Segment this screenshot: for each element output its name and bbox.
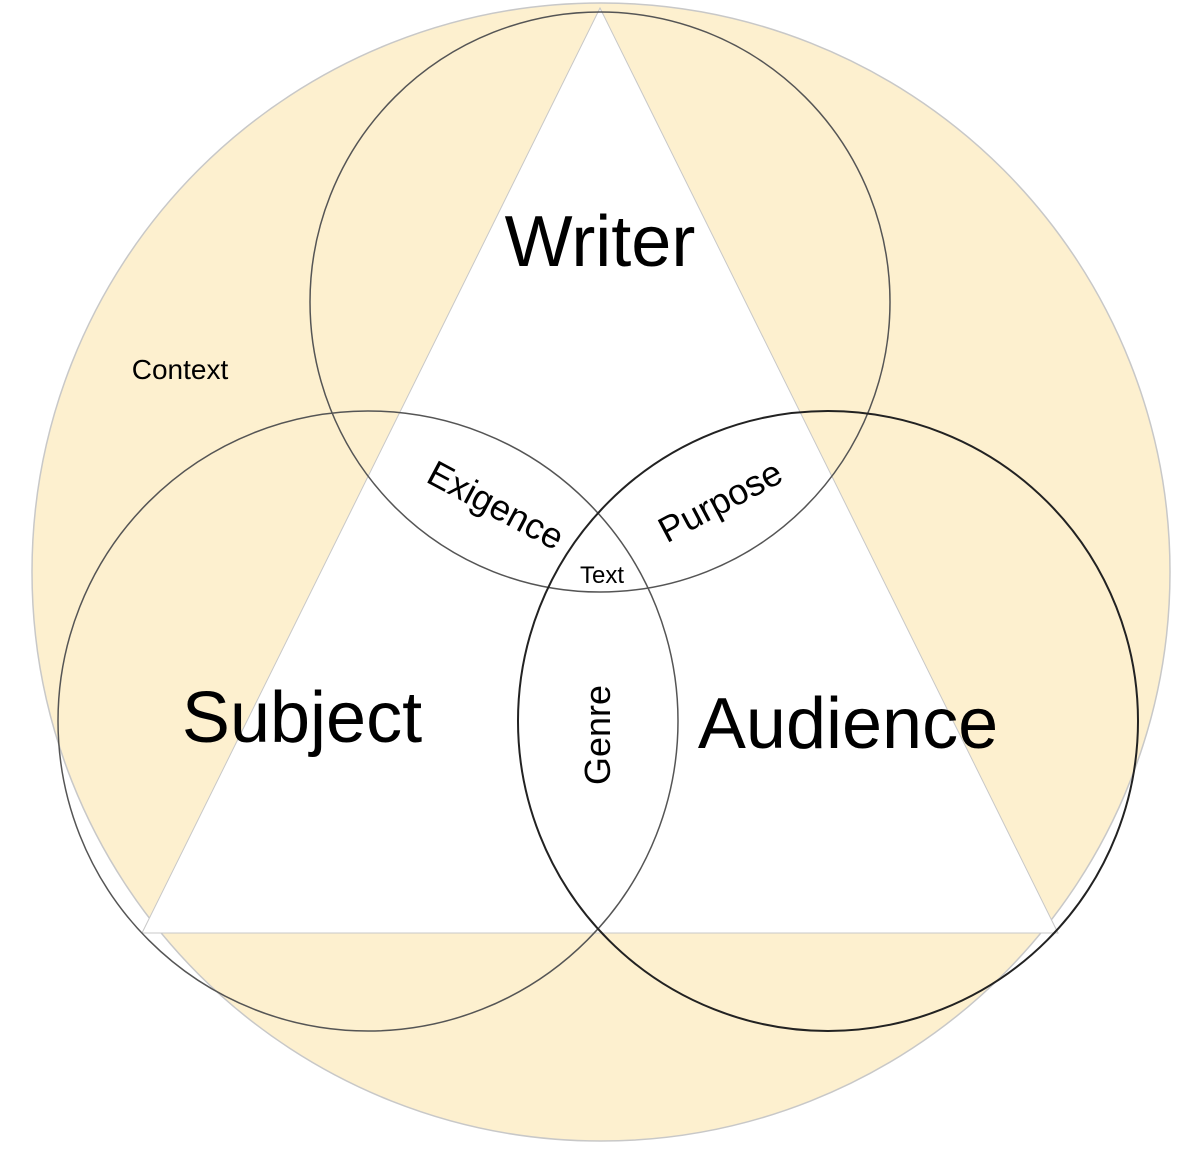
context-label: Context bbox=[132, 354, 229, 385]
genre-label: Genre bbox=[577, 685, 618, 785]
text-label: Text bbox=[580, 562, 624, 589]
subject-label: Subject bbox=[182, 678, 422, 758]
subject-circle bbox=[57, 410, 679, 1032]
rhetorical-triangle bbox=[141, 6, 1059, 934]
audience-label: Audience bbox=[698, 684, 998, 764]
writer-label: Writer bbox=[505, 202, 696, 282]
audience-circle bbox=[517, 410, 1139, 1032]
writer-circle bbox=[309, 11, 891, 593]
